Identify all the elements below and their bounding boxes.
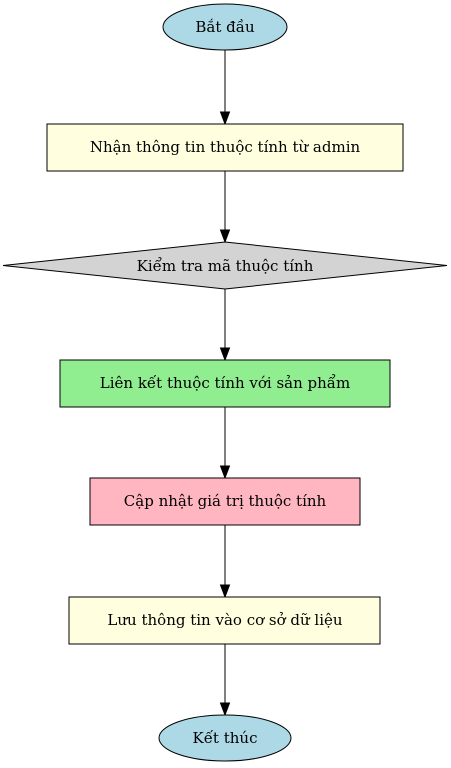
link-label: Liên kết thuộc tính với sản phẩm [100,374,350,392]
node-start: Bắt đầu [162,3,288,51]
edge-start-to-receive [219,50,231,126]
start-label: Bắt đầu [195,18,255,36]
node-save-to-database: Lưu thông tin vào cơ sở dữ liệu [68,596,381,645]
check-diamond [2,241,448,290]
edge-save-to-end [219,644,231,717]
link-box [59,359,391,408]
node-receive-attribute-info: Nhận thông tin thuộc tính từ admin [46,123,404,172]
end-ellipse [158,714,292,762]
update-label: Cập nhật giá trị thuộc tính [124,492,327,510]
receive-label: Nhận thông tin thuộc tính từ admin [90,138,361,156]
receive-box [46,123,404,172]
save-box [68,596,381,645]
edge-check-to-link [219,289,231,362]
node-update-attribute-value: Cập nhật giá trị thuộc tính [89,477,361,526]
check-label: Kiểm tra mã thuộc tính [137,257,314,275]
node-link-attribute-product: Liên kết thuộc tính với sản phẩm [59,359,391,408]
update-box [89,477,361,526]
save-label: Lưu thông tin vào cơ sở dữ liệu [107,611,342,629]
node-check-attribute-code: Kiểm tra mã thuộc tính [2,241,448,290]
edge-update-to-save [219,525,231,599]
edge-link-to-update [219,407,231,480]
start-ellipse [162,3,288,51]
edge-receive-to-check [219,171,231,244]
node-end: Kết thúc [158,714,292,762]
end-label: Kết thúc [193,729,258,747]
